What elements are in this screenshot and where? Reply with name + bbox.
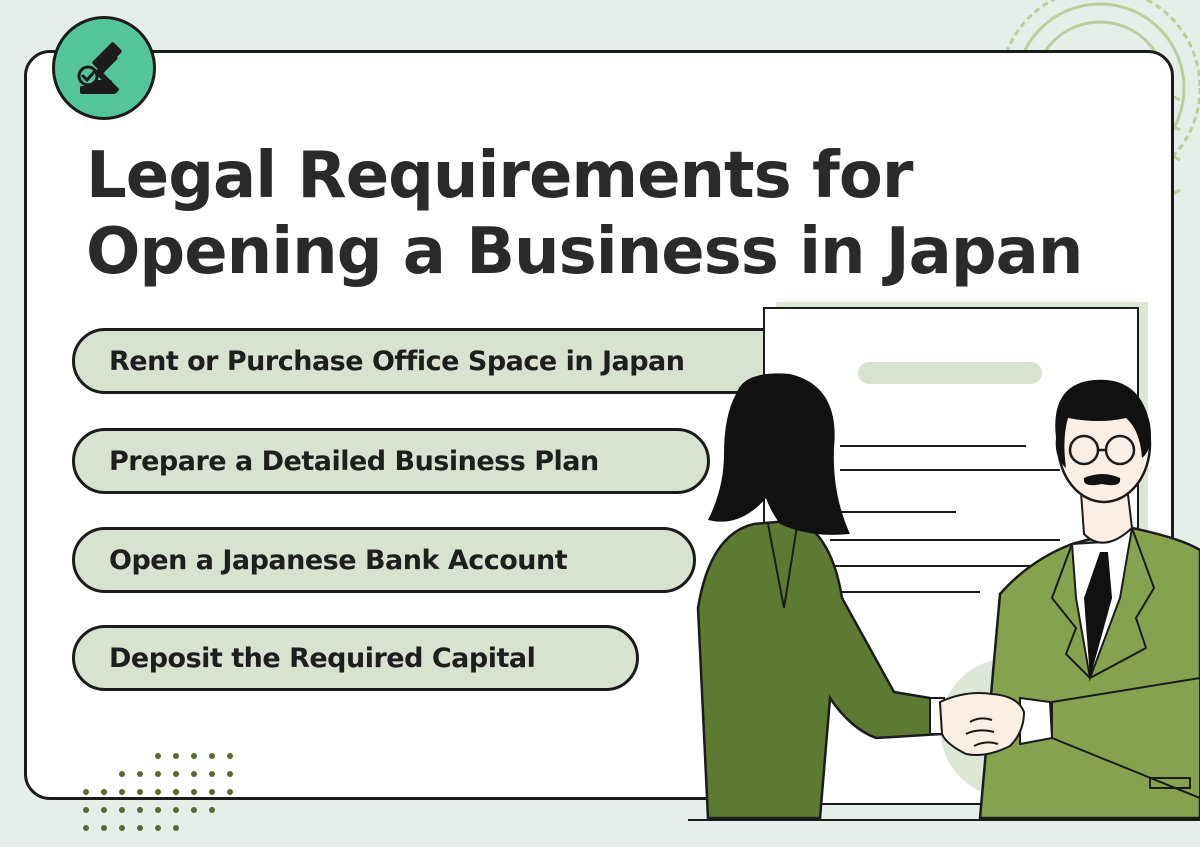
handshake-illustration bbox=[688, 302, 1200, 821]
title-line-2: Opening a Business in Japan bbox=[86, 215, 1083, 289]
gavel-badge bbox=[52, 16, 156, 120]
requirement-bank-account: Open a Japanese Bank Account bbox=[72, 527, 696, 593]
dot-pattern bbox=[83, 753, 233, 831]
requirement-capital: Deposit the Required Capital bbox=[72, 625, 639, 691]
page-title: Legal Requirements for Opening a Busines… bbox=[86, 138, 1146, 290]
title-line-1: Legal Requirements for bbox=[86, 139, 913, 213]
requirement-office-space: Rent or Purchase Office Space in Japan bbox=[72, 328, 818, 394]
requirement-business-plan: Prepare a Detailed Business Plan bbox=[72, 428, 710, 494]
gavel-icon bbox=[77, 42, 122, 94]
